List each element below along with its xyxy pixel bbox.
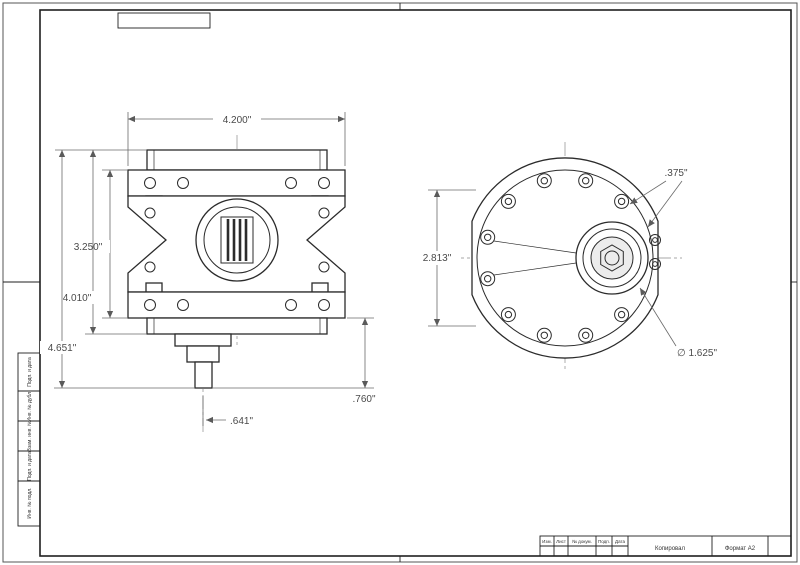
face-bolts — [480, 173, 630, 343]
dim-face-height-text: 2.813" — [423, 253, 452, 264]
title-col-doc: № докум. — [572, 539, 592, 544]
central-boss — [195, 198, 279, 282]
hub — [575, 221, 649, 295]
dim-bolt-hole: .375" — [629, 168, 688, 228]
dim-total-height-text: 4.651" — [48, 343, 77, 354]
stamp-box — [117, 12, 211, 29]
title-block: Изм. Лист № докум. Подп. Дата Копировал … — [539, 535, 792, 557]
hex-socket — [600, 244, 624, 272]
upper-flange — [127, 169, 346, 197]
dim-shaft-length-text: .760" — [352, 394, 375, 405]
alignment-pins — [649, 234, 661, 270]
dim-body-height-text: 3.250" — [74, 242, 103, 253]
dim-shaft-offset-text: .641" — [230, 416, 253, 427]
dim-bolt-hole-text: .375" — [664, 168, 687, 179]
side-view: 4.200" 3.250" 4.010" 4.651" — [40, 112, 376, 432]
lower-flange — [127, 291, 346, 319]
margin-label-5: Инв. № подл. — [27, 487, 33, 518]
dim-total-height: 4.651" — [40, 150, 195, 389]
title-copied-label: Копировал — [655, 546, 686, 552]
housing-outline — [471, 157, 659, 359]
title-format-label: Формат A2 — [725, 546, 756, 552]
dim-width-text: 4.200" — [223, 115, 252, 126]
dim-plate-height: 4.010" — [55, 149, 147, 335]
dim-shaft-length: .760" — [212, 317, 376, 405]
dim-width: 4.200" — [127, 112, 346, 166]
title-col-rev: Изм. — [542, 539, 552, 544]
margin-label-4: Подп. и дата — [27, 451, 33, 481]
shaft-assembly — [174, 333, 232, 389]
margin-column: Подп. и дата Инв. № дубл. Взам. инв. № П… — [17, 352, 41, 527]
bottom-plate — [146, 317, 328, 335]
title-col-sheet: Лист — [556, 539, 566, 544]
dim-body-height: 3.250" — [66, 169, 128, 319]
front-view: 2.813" .375" ∅ 1.625" — [413, 142, 717, 372]
face-circle — [476, 169, 654, 347]
dim-face-height: 2.813" — [413, 189, 476, 327]
margin-label-3: Взам. инв. № — [27, 421, 33, 452]
title-col-date: Дата — [615, 539, 625, 544]
margin-label-2: Инв. № дубл. — [27, 391, 33, 422]
margin-label-1: Подп. и дата — [27, 357, 33, 387]
dim-bore: ∅ 1.625" — [639, 287, 718, 359]
dim-shaft-offset: .641" — [202, 396, 253, 427]
dim-bore-text: ∅ 1.625" — [677, 348, 718, 359]
top-plate — [146, 149, 328, 171]
dim-plate-height-text: 4.010" — [63, 293, 92, 304]
flange-bolts — [144, 177, 330, 311]
title-col-sign: Подп. — [598, 539, 610, 544]
